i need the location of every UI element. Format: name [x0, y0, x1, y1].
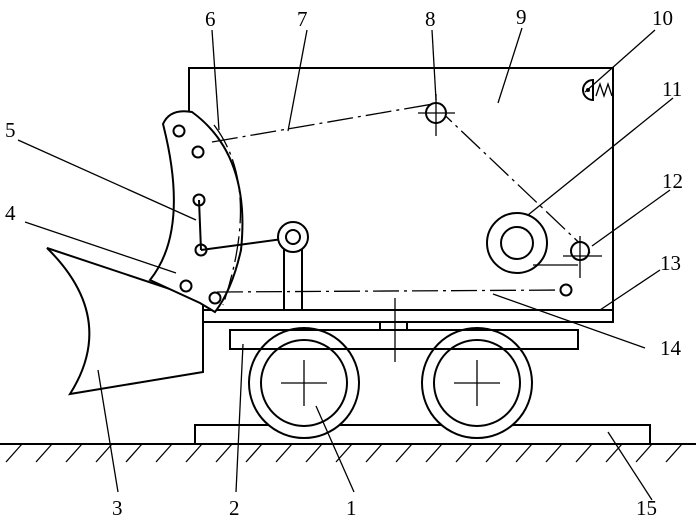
label-5: 5 — [5, 118, 16, 142]
link-rod — [198, 199, 202, 251]
cutter-arm — [148, 110, 244, 314]
plough-blade — [46, 247, 204, 396]
diagonal-chain — [432, 103, 591, 254]
rail-plate — [194, 424, 651, 445]
drive-drum — [486, 212, 578, 274]
sprocket-small — [563, 236, 602, 278]
upper-chain — [211, 103, 434, 143]
label-6: 6 — [205, 7, 216, 31]
label-11: 11 — [662, 77, 682, 101]
lower-chain — [216, 289, 568, 293]
label-1: 1 — [346, 496, 357, 520]
sprocket-top — [418, 94, 455, 136]
pivot-support — [277, 221, 309, 311]
part-labels: 6 7 8 9 10 5 11 12 4 13 14 3 2 1 15 — [5, 5, 683, 520]
leader-lines — [17, 27, 674, 501]
label-15: 15 — [636, 496, 657, 520]
label-4: 4 — [5, 201, 16, 225]
axle-frame — [229, 329, 579, 350]
label-14: 14 — [660, 336, 682, 360]
label-8: 8 — [425, 7, 436, 31]
label-10: 10 — [652, 6, 673, 30]
wheel-front — [248, 327, 360, 439]
label-7: 7 — [297, 7, 308, 31]
label-12: 12 — [662, 169, 683, 193]
label-9: 9 — [516, 5, 527, 29]
idler — [559, 283, 573, 297]
label-2: 2 — [229, 496, 240, 520]
lever-link — [200, 237, 291, 251]
wheel-rear — [421, 327, 533, 439]
cutter-guard-arc — [213, 124, 242, 306]
label-13: 13 — [660, 251, 681, 275]
label-3: 3 — [112, 496, 123, 520]
ground — [0, 443, 696, 463]
